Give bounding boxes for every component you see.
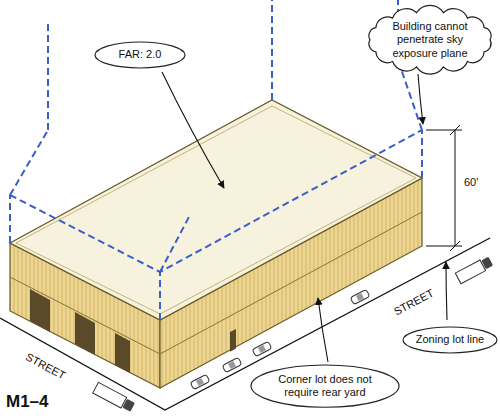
callout-text: FAR: 2.0 — [106, 48, 174, 61]
car — [350, 289, 370, 304]
dimension-label: 60' — [462, 176, 480, 188]
loading-door — [75, 312, 95, 355]
car — [190, 374, 210, 389]
leader-line — [162, 72, 447, 362]
district-title: M1–4 — [6, 392, 49, 412]
street-label: STREET — [24, 350, 68, 381]
callout-ellipse: Corner lot does not require rear yard — [250, 364, 400, 408]
truck — [93, 382, 136, 412]
parapet — [16, 106, 416, 314]
dimension-line — [426, 125, 462, 251]
loading-door — [30, 289, 50, 332]
callout-cloud: Building cannot penetrate sky exposure p… — [364, 6, 496, 74]
entry-door — [230, 329, 236, 352]
sky-exposure-plane — [10, 0, 422, 320]
loading-door — [115, 333, 130, 373]
callout-text: Corner lot does not require rear yard — [270, 373, 381, 399]
truck — [455, 256, 493, 284]
roof — [10, 100, 422, 320]
callout-ellipse: FAR: 2.0 — [94, 41, 186, 69]
street-label: STREET — [392, 286, 436, 317]
callout-text: Zoning lot line — [414, 333, 485, 346]
car — [252, 341, 272, 356]
car — [222, 357, 242, 372]
callout-text: Building cannot penetrate sky exposure p… — [380, 20, 480, 60]
callout-ellipse: Zoning lot line — [402, 326, 498, 354]
